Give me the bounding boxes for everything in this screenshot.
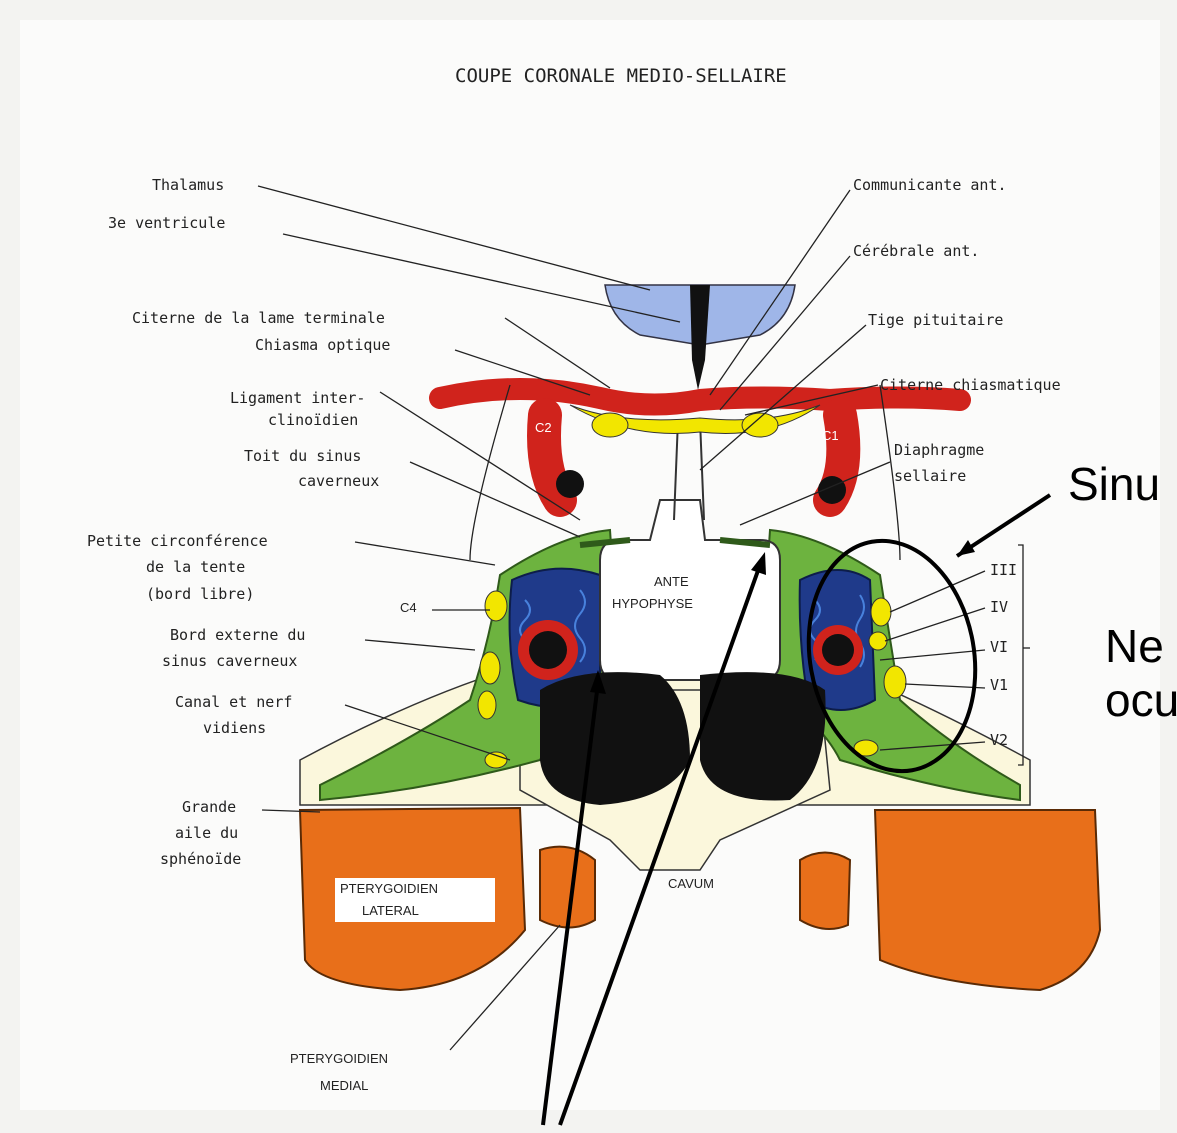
label-communicante: Communicante ant. bbox=[853, 176, 1007, 194]
cavum-label: CAVUM bbox=[668, 876, 714, 891]
nerve-label-V2: V2 bbox=[990, 731, 1008, 749]
overlay-sinus-text: Sinu bbox=[1068, 458, 1160, 510]
overlay-nerfs-text-2: ocu bbox=[1105, 674, 1177, 726]
left-sphenoid-sinus bbox=[540, 672, 690, 805]
label-ptery-medial-1: PTERYGOIDIEN bbox=[290, 1051, 388, 1066]
right-lateral-pterygoid bbox=[875, 810, 1100, 990]
label-canal-1: Canal et nerf bbox=[175, 693, 292, 711]
c2-label: C2 bbox=[535, 420, 552, 435]
hypophyse-label: HYPOPHYSE bbox=[612, 596, 693, 611]
label-toit-1: Toit du sinus bbox=[244, 447, 361, 465]
pterygoid-lateral-label-2: LATERAL bbox=[362, 903, 419, 918]
label-bord-1: Bord externe du bbox=[170, 626, 305, 644]
label-ligament-2: clinoïdien bbox=[268, 411, 358, 429]
diagram-title: COUPE CORONALE MEDIO-SELLAIRE bbox=[455, 65, 787, 87]
label-grande-1: Grande bbox=[182, 798, 236, 816]
overlay-nerfs-text-1: Ne bbox=[1105, 620, 1164, 672]
label-grande-3: sphénoïde bbox=[160, 850, 241, 868]
label-chiasma: Chiasma optique bbox=[255, 336, 390, 354]
nerve-label-V1: V1 bbox=[990, 676, 1008, 694]
label-grande-2: aile du bbox=[175, 824, 238, 842]
label-petite-2: de la tente bbox=[146, 558, 245, 576]
label-diaphragme-1: Diaphragme bbox=[894, 441, 984, 459]
label-diaphragme-2: sellaire bbox=[894, 467, 966, 485]
pterygoid-lateral-label-1: PTERYGOIDIEN bbox=[340, 881, 438, 896]
label-3e-ventricule: 3e ventricule bbox=[108, 214, 225, 232]
right-sphenoid-sinus bbox=[700, 672, 826, 800]
label-c4: C4 bbox=[400, 600, 417, 615]
nerve-V1 bbox=[884, 666, 906, 698]
nerve-label-IV: IV bbox=[990, 598, 1008, 616]
ante-label: ANTE bbox=[654, 574, 689, 589]
label-thalamus: Thalamus bbox=[152, 176, 224, 194]
nerve-III bbox=[871, 598, 891, 626]
label-canal-2: vidiens bbox=[203, 719, 266, 737]
label-bord-2: sinus caverneux bbox=[162, 652, 297, 670]
label-toit-2: caverneux bbox=[298, 472, 379, 490]
right-medial-pterygoid bbox=[800, 853, 850, 930]
label-petite-1: Petite circonférence bbox=[87, 532, 268, 550]
label-citerne-lame: Citerne de la lame terminale bbox=[132, 309, 385, 327]
label-petite-3: (bord libre) bbox=[146, 585, 254, 603]
nerve-label-III: III bbox=[990, 561, 1017, 579]
label-tige: Tige pituitaire bbox=[868, 311, 1003, 329]
nerve-label-VI: VI bbox=[990, 638, 1008, 656]
label-ptery-medial-2: MEDIAL bbox=[320, 1078, 368, 1093]
c1-label: C1 bbox=[822, 428, 839, 443]
label-ligament-1: Ligament inter- bbox=[230, 389, 365, 407]
label-cerebrale: Cérébrale ant. bbox=[853, 242, 979, 260]
nerve-IV bbox=[869, 632, 887, 650]
label-citerne-chiasmatique: Citerne chiasmatique bbox=[880, 376, 1061, 394]
